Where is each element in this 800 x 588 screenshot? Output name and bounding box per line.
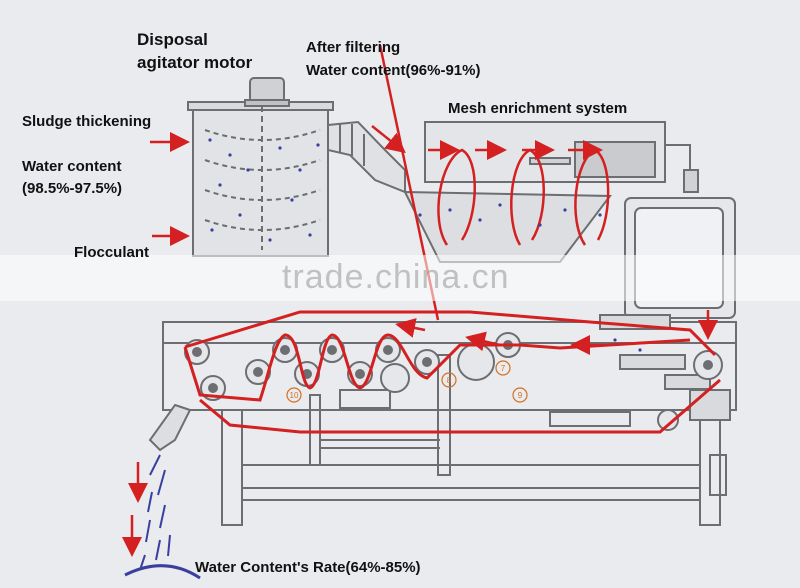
label-sludge-thickening: Sludge thickening	[22, 113, 152, 130]
machine-frame	[162, 321, 737, 526]
label-after-filtering: After filtering	[306, 39, 401, 56]
label-output-rate: Water Content's Rate(64%-85%)	[195, 559, 421, 576]
discharged-sludge	[124, 454, 201, 580]
watermark-band	[0, 255, 800, 301]
watermark-text: trade.china.cn	[282, 258, 510, 296]
roller-tag-3: 7	[501, 364, 506, 373]
filter-belt	[183, 310, 721, 434]
label-agitator-motor: agitator motor	[137, 53, 253, 72]
label-mesh-enrichment: Mesh enrichment system	[448, 100, 628, 117]
roller-tag-2: 8	[447, 376, 452, 385]
label-water-content: Water content	[22, 158, 122, 175]
sludge-particles	[208, 138, 642, 352]
discharge-chute	[148, 403, 192, 452]
label-flocculant: Flocculant	[74, 244, 150, 261]
thickening-tank	[187, 77, 334, 257]
feed-chute	[327, 120, 406, 194]
roller-tag-4: 9	[518, 391, 523, 400]
label-after-filtering-water-content: Water content(96%-91%)	[306, 62, 481, 79]
label-water-content-range: (98.5%-97.5%)	[22, 180, 123, 197]
label-disposal: Disposal	[137, 30, 208, 49]
roller-number-tags	[286, 360, 528, 403]
roller-tag-1: 10	[290, 391, 299, 400]
